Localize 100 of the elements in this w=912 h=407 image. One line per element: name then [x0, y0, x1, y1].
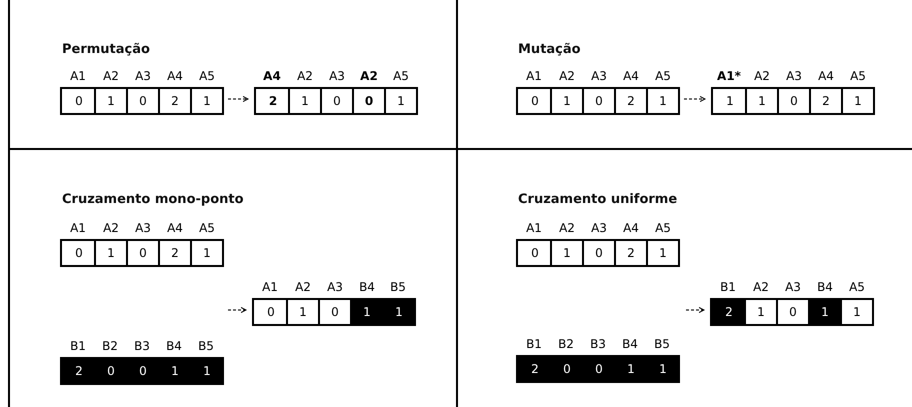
gene-label: A3: [134, 221, 152, 235]
gene-value: 2: [725, 305, 733, 319]
gene-label: A4: [622, 69, 640, 83]
gene-label: B1: [525, 337, 543, 351]
gene-value: 1: [726, 94, 734, 108]
gene-label: B5: [389, 280, 407, 294]
panel-heading: Mutação: [518, 42, 581, 57]
gene-value: 1: [659, 362, 667, 376]
gene-value: 1: [299, 305, 307, 319]
gene-label: A1: [525, 69, 543, 83]
gene-value: 2: [627, 94, 635, 108]
gene-value: 0: [75, 246, 83, 260]
gene-value: 0: [595, 362, 603, 376]
gene-value: 0: [531, 246, 539, 260]
gene-label: B1: [69, 339, 87, 353]
gene-label: A1: [69, 69, 87, 83]
gene-value: 2: [171, 94, 179, 108]
arrow: [684, 96, 706, 102]
gene-value: 2: [531, 362, 539, 376]
panel-heading: Cruzamento mono-ponto: [62, 192, 244, 207]
gene-label: A3: [328, 69, 346, 83]
gene-label: A1*: [716, 69, 742, 83]
gene-label: A1: [69, 221, 87, 235]
gene-value: 1: [659, 94, 667, 108]
gene-label: A4: [166, 69, 184, 83]
gene-value: 1: [397, 94, 405, 108]
gene-value: 1: [301, 94, 309, 108]
gene-value: 1: [627, 362, 635, 376]
gene-label: A3: [785, 69, 803, 83]
gene-value: 1: [758, 94, 766, 108]
gene-label: A2: [102, 221, 120, 235]
gene-value: 0: [595, 94, 603, 108]
gene-label: A3: [590, 221, 608, 235]
gene-value: 1: [107, 94, 115, 108]
gene-value: 0: [789, 305, 797, 319]
gene-value: 0: [531, 94, 539, 108]
gene-value: 2: [822, 94, 830, 108]
gene-label: A3: [326, 280, 344, 294]
gene-label: A5: [198, 69, 216, 83]
gene-value: 1: [107, 246, 115, 260]
gene-value: 0: [139, 246, 147, 260]
gene-value: 0: [364, 94, 374, 108]
gene-label: A2: [359, 69, 379, 83]
arrow: [228, 307, 246, 313]
gene-value: 1: [395, 305, 403, 319]
gene-value: 1: [203, 94, 211, 108]
gene-label: A2: [558, 69, 576, 83]
gene-label: A1: [261, 280, 279, 294]
gene-value: 2: [171, 246, 179, 260]
gene-label: A2: [102, 69, 120, 83]
gene-label: A2: [296, 69, 314, 83]
gene-label: A5: [198, 221, 216, 235]
gene-value: 1: [563, 246, 571, 260]
gene-label: B2: [101, 339, 119, 353]
gene-value: 0: [331, 305, 339, 319]
arrow: [686, 307, 704, 313]
gene-value: 0: [595, 246, 603, 260]
gene-value: 0: [107, 364, 115, 378]
gene-label: A5: [654, 221, 672, 235]
arrow: [228, 96, 248, 102]
gene-label: B5: [197, 339, 215, 353]
gene-value: 1: [563, 94, 571, 108]
gene-value: 0: [790, 94, 798, 108]
gene-label: B4: [816, 280, 834, 294]
gene-value: 1: [203, 364, 211, 378]
gene-label: A2: [753, 69, 771, 83]
gene-label: A5: [392, 69, 410, 83]
gene-label: A5: [848, 280, 866, 294]
gene-label: B3: [133, 339, 151, 353]
gene-label: A2: [294, 280, 312, 294]
gene-value: 1: [659, 246, 667, 260]
gene-value: 2: [75, 364, 83, 378]
gene-label: A4: [262, 69, 282, 83]
gene-label: B2: [557, 337, 575, 351]
gene-value: 2: [627, 246, 635, 260]
gene-value: 0: [75, 94, 83, 108]
gene-label: B3: [589, 337, 607, 351]
gene-value: 1: [854, 94, 862, 108]
gene-label: A4: [166, 221, 184, 235]
gene-label: A5: [654, 69, 672, 83]
gene-label: A3: [134, 69, 152, 83]
gene-value: 0: [267, 305, 275, 319]
gene-label: B4: [358, 280, 376, 294]
gene-value: 1: [853, 305, 861, 319]
gene-value: 1: [821, 305, 829, 319]
gene-value: 0: [333, 94, 341, 108]
gene-value: 1: [757, 305, 765, 319]
gene-label: A2: [752, 280, 770, 294]
gene-value: 0: [139, 94, 147, 108]
gene-value: 0: [563, 362, 571, 376]
gene-value: 1: [171, 364, 179, 378]
gene-label: B1: [719, 280, 737, 294]
gene-label: A2: [558, 221, 576, 235]
gene-label: A3: [784, 280, 802, 294]
gene-label: A4: [817, 69, 835, 83]
gene-label: A5: [849, 69, 867, 83]
gene-label: B4: [621, 337, 639, 351]
gene-label: A4: [622, 221, 640, 235]
panel-heading: Cruzamento uniforme: [518, 192, 678, 207]
gene-value: 1: [363, 305, 371, 319]
